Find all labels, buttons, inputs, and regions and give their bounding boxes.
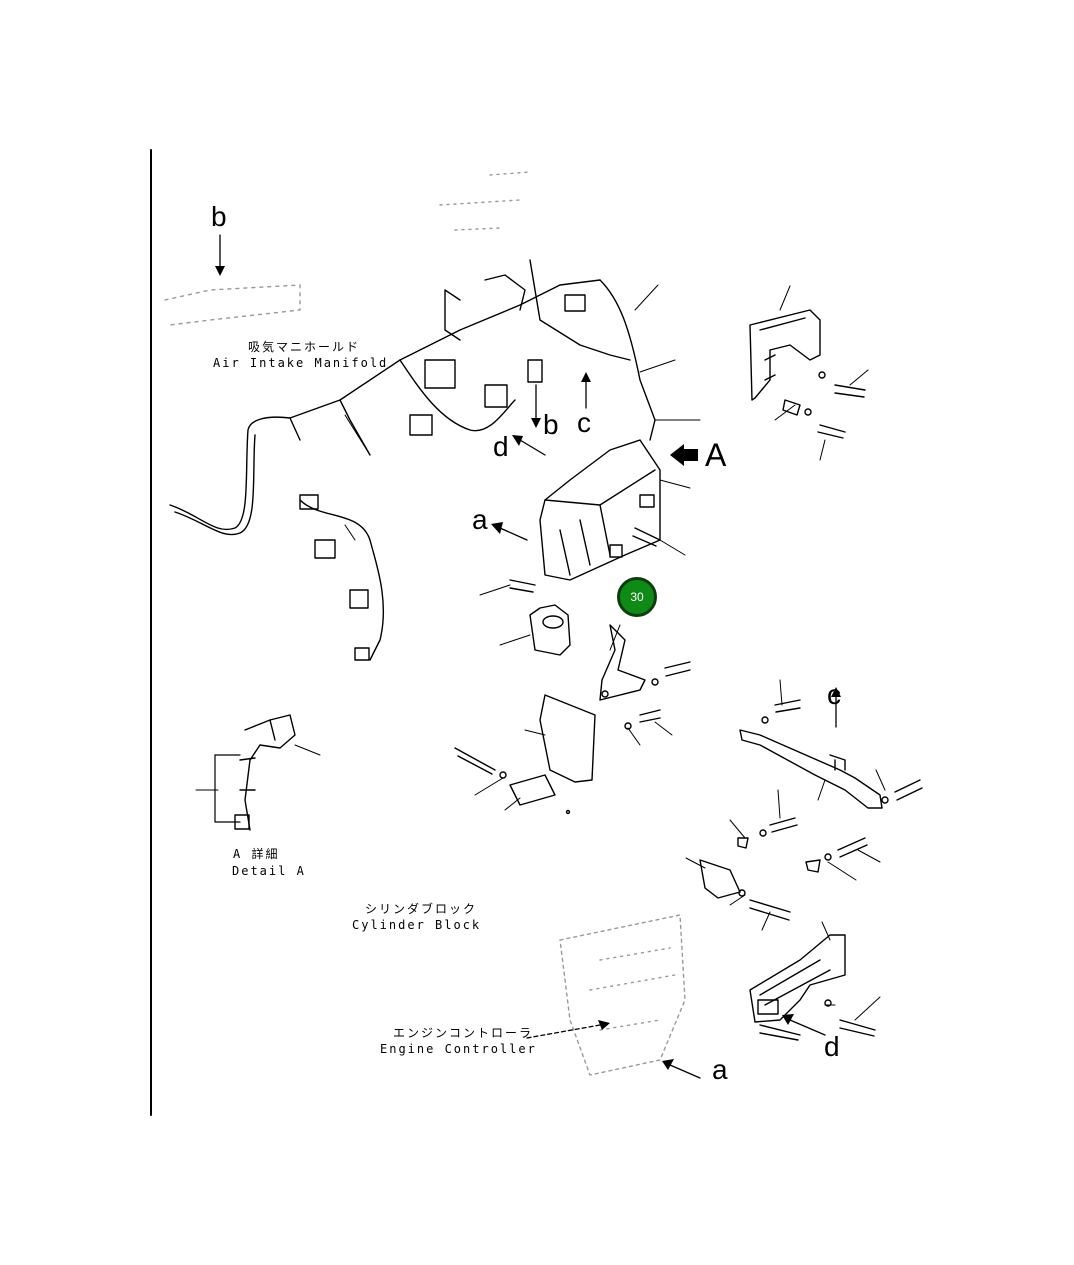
bracket-top-right: [749, 309, 821, 401]
ref-letter-a-left: a: [472, 504, 488, 535]
intake-manifold-en: Air Intake Manifold: [213, 356, 389, 370]
bolts: [454, 371, 923, 1041]
view-a-arrow: [670, 444, 698, 466]
small-bracket: [699, 859, 741, 899]
ref-letter-b-mid: b: [543, 409, 559, 440]
callout-badge-30[interactable]: 30: [617, 577, 657, 617]
relay-box: [529, 604, 571, 656]
ref-letter-b-top: b: [211, 201, 227, 232]
detail-a-jp: A 詳細: [233, 847, 280, 861]
ref-letter-a-bottom: a: [712, 1054, 728, 1085]
ref-letter-c-mid: c: [577, 407, 591, 438]
bracket-bottom-right: [749, 934, 846, 1023]
engine-controller-en: Engine Controller: [380, 1042, 537, 1056]
ref-letter-d-bottom: d: [824, 1031, 840, 1062]
harness-block: [539, 439, 661, 581]
leader-lines: [195, 284, 886, 1021]
bracket-30: [599, 624, 646, 701]
cylinder-block-en: Cylinder Block: [352, 918, 482, 932]
detail-a-sketch: [244, 714, 296, 831]
ref-letter-d-mid: d: [493, 431, 509, 462]
linkage-arm: [739, 729, 883, 809]
mounting-plate: [539, 694, 596, 783]
cylinder-block-jp: シリンダブロック: [365, 902, 478, 916]
top-faint-sketch: [164, 284, 301, 326]
engine-controller-jp: エンジンコントローラ: [393, 1026, 534, 1040]
reference-arrows: [219, 234, 837, 1079]
ref-letter-c-right: c: [827, 679, 841, 710]
detail-a-en: Detail A: [232, 864, 306, 878]
view-letter-A: A: [705, 437, 727, 473]
controller-box: [509, 774, 556, 806]
intake-manifold-jp: 吸気マニホールド: [248, 340, 361, 354]
cylinder-block-sketch: [559, 914, 686, 1076]
